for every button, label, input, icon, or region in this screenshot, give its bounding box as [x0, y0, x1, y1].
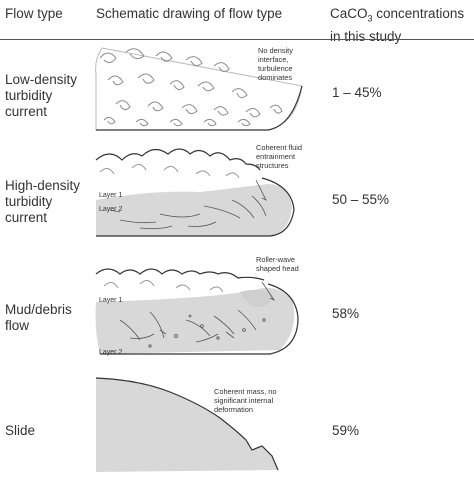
concentration-slide: 59% — [332, 423, 360, 438]
turbulence-swirls — [99, 48, 283, 127]
flow-type-line: Low-density — [5, 72, 78, 87]
mud-debris-clasts — [148, 314, 266, 348]
high-density-streaks — [109, 195, 267, 230]
header-rule — [0, 39, 474, 40]
mud-debris-flow-drawing: Layer 1 Layer 2 Roller-wave shaped head — [95, 255, 299, 356]
mud-debris-streaks — [119, 309, 257, 343]
mud-debris-body-outline — [100, 283, 299, 355]
high-density-upper-outline — [95, 148, 261, 171]
high-density-layer1-swirls — [99, 164, 240, 179]
low-density-flow-drawing: No density interface, turbulence dominat… — [95, 46, 303, 131]
flow-type-high-density: High-density turbidity current — [5, 178, 80, 226]
high-density-flow-drawing: Layer 1 Layer 2 Coherent fluid entrainme… — [95, 143, 304, 237]
header-flow-type: Flow type — [5, 6, 63, 21]
flow-type-line: Slide — [5, 423, 36, 438]
high-density-layer1-label: Layer 1 — [99, 192, 122, 199]
flow-type-line: current — [5, 210, 48, 225]
low-density-annotation: No density interface, turbulence dominat… — [258, 46, 295, 82]
concentration-high-density: 50 – 55% — [332, 192, 390, 207]
slide-drawing: Coherent mass, no significant internal d… — [95, 377, 279, 472]
slide-annotation: Coherent mass, no significant internal d… — [214, 387, 279, 414]
flow-type-line: turbidity — [5, 88, 53, 103]
mud-debris-layer1-label: Layer 1 — [99, 297, 122, 304]
header-schematic: Schematic drawing of flow type — [96, 6, 283, 21]
high-density-body-outline — [96, 177, 295, 237]
high-density-arrow — [255, 179, 267, 201]
flow-type-line: turbidity — [5, 194, 53, 209]
mud-debris-layer2-label: Layer 2 — [99, 349, 122, 356]
flow-type-line: flow — [5, 318, 30, 333]
flow-type-line: Mud/debris — [5, 302, 72, 317]
slide-outline — [95, 377, 279, 471]
flow-type-slide: Slide — [5, 423, 35, 439]
high-density-annotation: Coherent fluid entrainment structures — [256, 143, 304, 170]
concentration-low-density: 1 – 45% — [332, 85, 382, 100]
header-conc-suffix: concentrations — [372, 6, 465, 21]
mud-debris-arrow — [261, 281, 276, 302]
mud-debris-upper-outline — [95, 268, 265, 281]
high-density-layer2-fill — [96, 184, 292, 236]
mud-debris-layer1-swirls — [103, 280, 224, 293]
mud-debris-head-fill — [240, 289, 274, 307]
flow-type-low-density: Low-density turbidity current — [5, 72, 77, 120]
flow-type-line: current — [5, 104, 48, 119]
concentration-mud-debris: 58% — [332, 306, 360, 321]
slide-fill — [96, 378, 278, 472]
low-density-base — [96, 85, 303, 131]
mud-debris-annotation: Roller-wave shaped head — [256, 255, 299, 273]
flow-type-line: High-density — [5, 178, 81, 193]
header-conc-prefix: CaCO — [330, 6, 368, 21]
flow-type-mud-debris: Mud/debris flow — [5, 302, 72, 334]
header-conc-sub: 3 — [367, 13, 373, 24]
high-density-layer2-label: Layer 2 — [99, 206, 122, 213]
